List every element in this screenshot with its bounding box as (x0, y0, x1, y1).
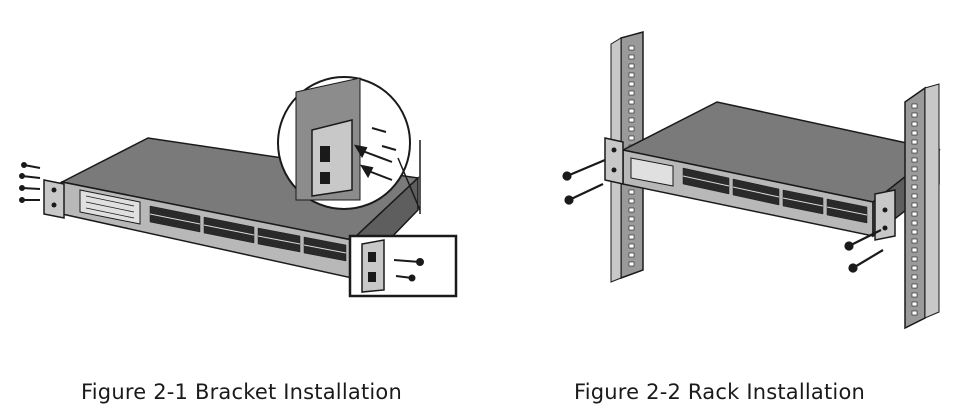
rail-hole (628, 117, 635, 123)
rail-hole (628, 81, 635, 87)
rail-hole (628, 54, 635, 60)
rail-hole (911, 256, 918, 262)
rail-hole (628, 135, 635, 141)
figure-bracket-installation: Figure 2-1 Bracket Installation (19, 76, 458, 404)
rail-hole (911, 121, 918, 127)
rail-hole (911, 274, 918, 280)
rail-hole (911, 184, 918, 190)
rail-hole (911, 157, 918, 163)
rail-hole (628, 252, 635, 258)
rail-hole (911, 193, 918, 199)
rail-hole (911, 301, 918, 307)
rail-hole (628, 99, 635, 105)
rail-hole (911, 238, 918, 244)
rail-hole (911, 310, 918, 316)
rail-hole (911, 247, 918, 253)
rail-hole (628, 261, 635, 267)
rail-hole (628, 198, 635, 204)
bracket-installation-illustration (19, 76, 458, 298)
bracket-detail-box (348, 234, 458, 298)
rail-hole (628, 45, 635, 51)
rail-hole (628, 90, 635, 96)
figure-caption: Figure 2-2 Rack Installation (573, 380, 866, 404)
rail-hole (911, 175, 918, 181)
figure-caption: Figure 2-1 Bracket Installation (81, 380, 402, 404)
rail-hole (911, 292, 918, 298)
rack-screws-left (562, 158, 606, 205)
rack-screws-right (844, 229, 884, 273)
rail-hole (628, 234, 635, 240)
figure-rack-installation: Figure 2-2 Rack Installation (477, 0, 954, 418)
rail-hole (628, 216, 635, 222)
rail-hole (628, 72, 635, 78)
rail-hole (628, 243, 635, 249)
rail-hole (911, 229, 918, 235)
rail-hole (911, 283, 918, 289)
right-rack-rail (904, 83, 940, 330)
rail-hole (628, 63, 635, 69)
rail-hole (911, 211, 918, 217)
rail-hole (911, 166, 918, 172)
rail-hole (911, 148, 918, 154)
rail-hole (911, 103, 918, 109)
magnified-detail-circle (277, 76, 411, 210)
rail-hole (628, 207, 635, 213)
switch-chassis (604, 101, 941, 241)
rail-hole (911, 220, 918, 226)
rail-hole (628, 189, 635, 195)
rack-installation-illustration (562, 31, 941, 330)
rail-hole (911, 265, 918, 271)
rail-hole (628, 126, 635, 132)
rail-hole (911, 130, 918, 136)
left-screws (19, 162, 41, 203)
rail-hole (628, 225, 635, 231)
rail-hole (628, 108, 635, 114)
rail-hole (911, 202, 918, 208)
rail-hole (911, 139, 918, 145)
rail-hole (911, 112, 918, 118)
switch-chassis (43, 137, 420, 281)
